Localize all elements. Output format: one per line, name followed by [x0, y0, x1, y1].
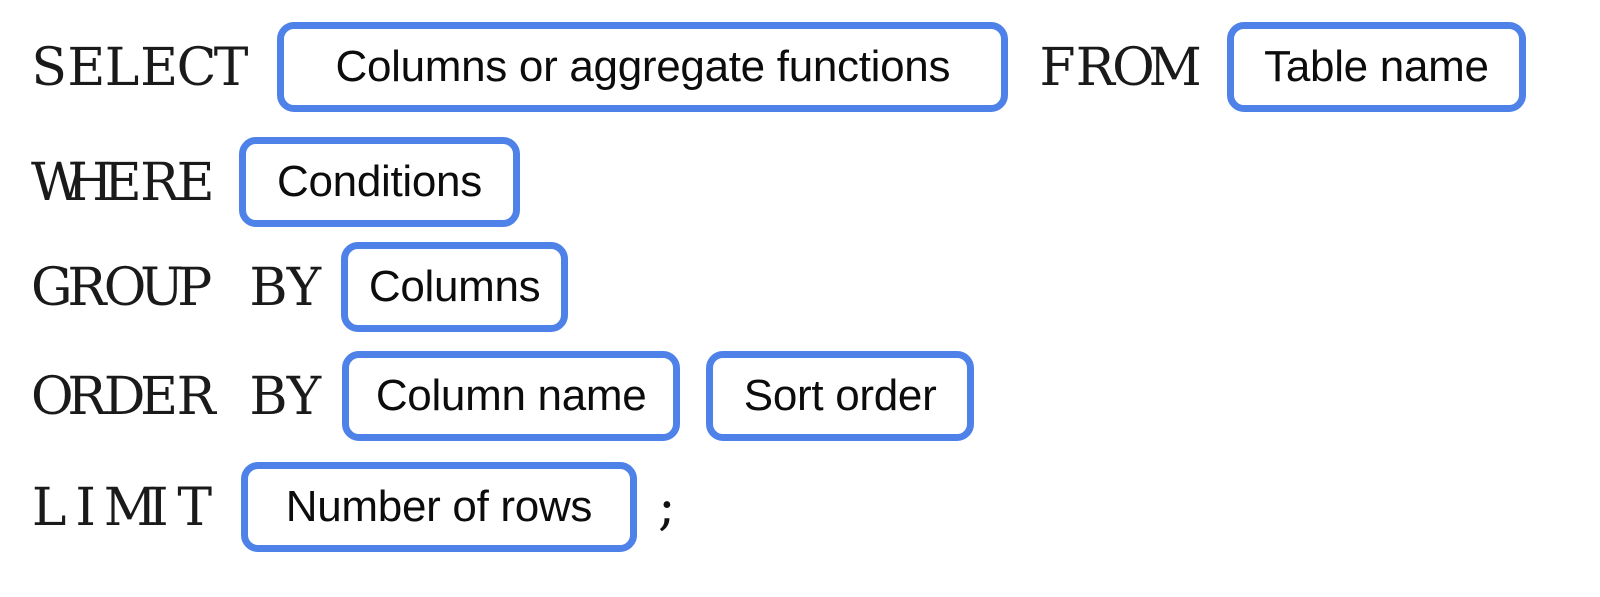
slot-label-group-by-columns: Columns	[368, 262, 541, 311]
slot-group-by-columns[interactable]: Columns	[341, 242, 569, 332]
sql-clause-row-group-by: GROUP BY Columns	[0, 232, 569, 342]
slot-label-table-name: Table name	[1264, 42, 1489, 91]
sql-clause-row-select: SELECT Columns or aggregate functions FR…	[0, 12, 1526, 122]
keyword-group-by: GROUP BY	[31, 257, 322, 318]
keyword-order-by: ORDER BY	[31, 366, 322, 427]
slot-label-sort-order: Sort order	[743, 371, 937, 420]
slot-number-of-rows[interactable]: Number of rows	[240, 462, 637, 552]
slot-columns-or-aggregate-functions[interactable]: Columns or aggregate functions	[277, 22, 1009, 112]
sql-clause-row-order-by: ORDER BY Column name Sort order	[0, 341, 975, 451]
keyword-where: WHERE	[31, 152, 215, 213]
sql-clause-row-where: WHERE Conditions	[0, 127, 520, 237]
slot-label-columns-or-aggregate-functions: Columns or aggregate functions	[335, 42, 951, 91]
keyword-select: SELECT	[31, 37, 249, 98]
keyword-from: FROM	[1039, 37, 1202, 98]
slot-order-by-column-name[interactable]: Column name	[342, 351, 681, 441]
slot-label-order-by-column-name: Column name	[375, 371, 647, 420]
statement-terminator-semicolon: ;	[657, 477, 676, 537]
slot-label-conditions: Conditions	[277, 157, 482, 206]
slot-label-number-of-rows: Number of rows	[285, 482, 593, 531]
slot-conditions[interactable]: Conditions	[238, 137, 520, 227]
slot-sort-order[interactable]: Sort order	[706, 351, 975, 441]
slot-table-name[interactable]: Table name	[1226, 22, 1526, 112]
